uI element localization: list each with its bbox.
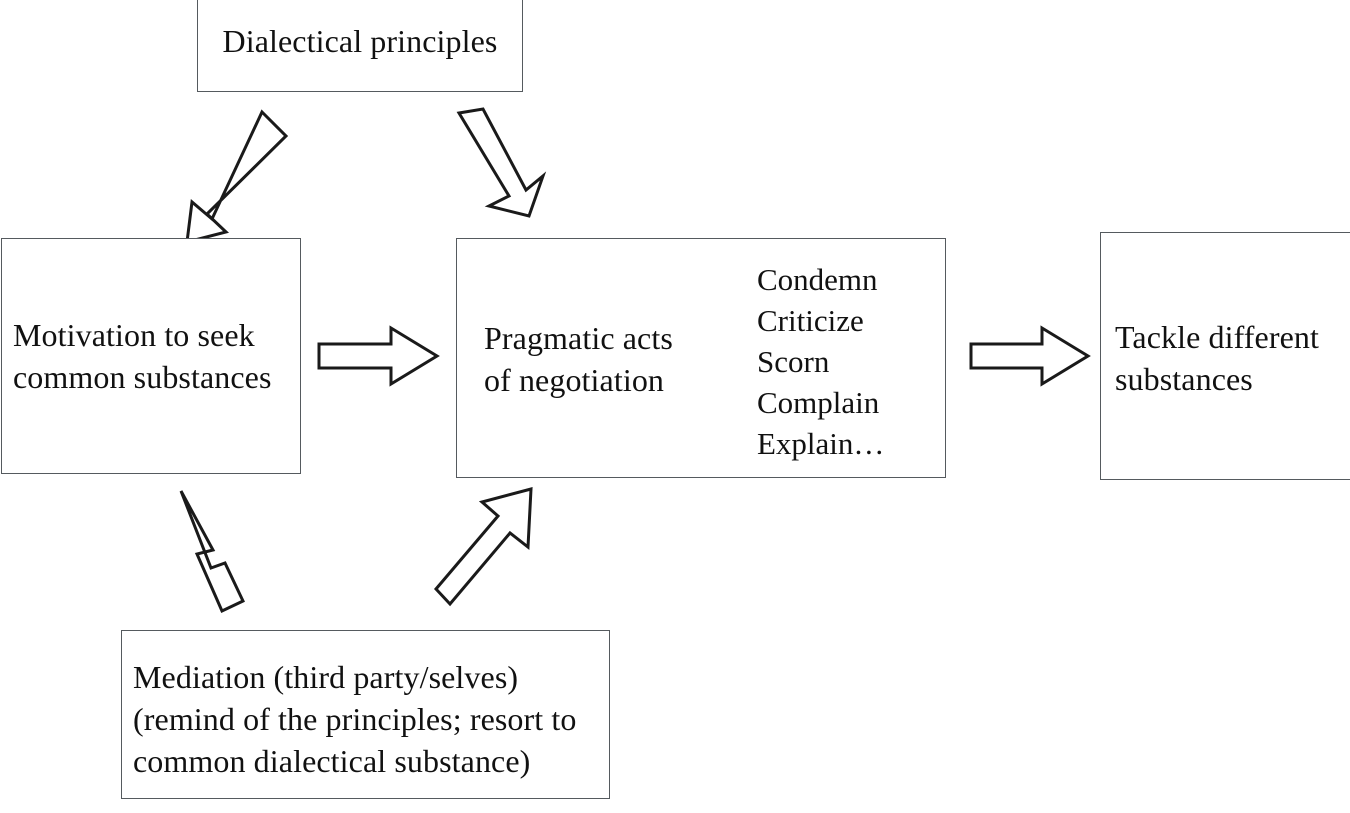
pragmatic-act-item: Condemn — [757, 262, 878, 297]
box-mediation-line2: (remind of the principles; resort to — [133, 701, 577, 737]
arrow-dialectical-to-pragmatic — [456, 107, 547, 218]
box-dialectical-principles-label: Dialectical principles — [222, 23, 498, 59]
box-mediation-line3: common dialectical substance) — [133, 743, 531, 779]
box-tackle-substances-line1: Tackle different — [1115, 319, 1319, 355]
box-mediation-line1: Mediation (third party/selves) — [133, 659, 519, 695]
box-dialectical-principles[interactable] — [197, 0, 523, 92]
box-motivation-line2: common substances — [13, 359, 272, 395]
box-mediation[interactable] — [121, 630, 610, 799]
pragmatic-act-item: Scorn — [757, 344, 830, 379]
box-tackle-substances[interactable] — [1100, 232, 1350, 480]
arrow-mediation-to-pragmatic — [433, 487, 533, 607]
box-motivation-line1: Motivation to seek — [13, 317, 255, 353]
box-pragmatic-acts-line1: Pragmatic acts — [484, 320, 673, 356]
arrow-mediation-to-motivation — [179, 490, 245, 614]
pragmatic-act-item: Criticize — [757, 303, 864, 338]
box-pragmatic-acts-line2: of negotiation — [484, 362, 665, 398]
box-motivation[interactable] — [1, 238, 301, 474]
pragmatic-act-item: Explain… — [757, 426, 885, 461]
pragmatic-act-item: Complain — [757, 385, 880, 420]
box-pragmatic-acts[interactable] — [456, 238, 946, 478]
box-tackle-substances-line2: substances — [1115, 361, 1253, 397]
arrow-pragmatic-to-tackle — [969, 325, 1091, 387]
arrow-dialectical-to-motivation — [185, 109, 289, 245]
arrow-motivation-to-pragmatic — [317, 325, 440, 387]
